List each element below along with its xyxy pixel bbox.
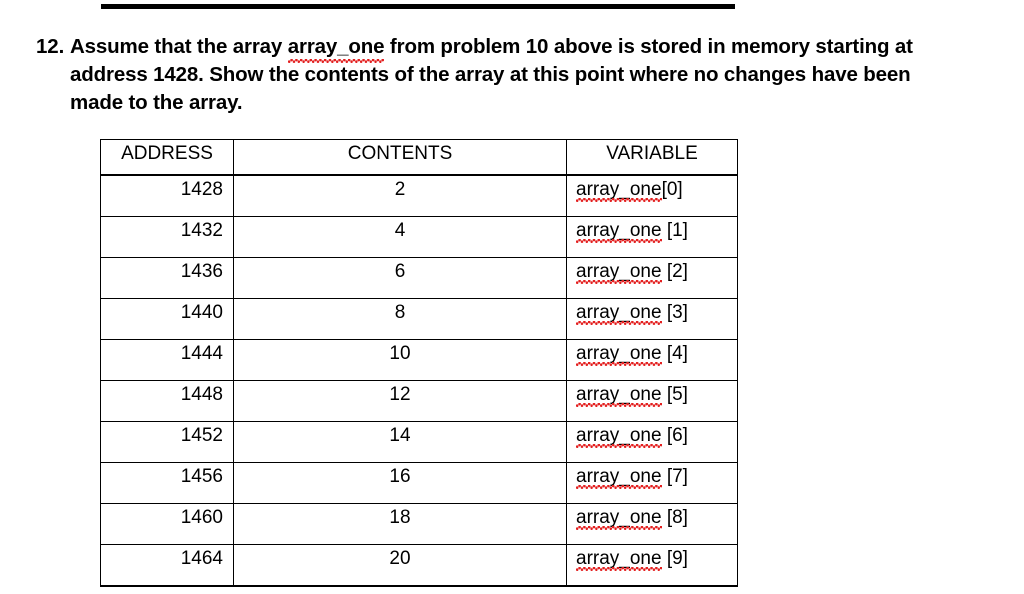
spellchecked-term: array_one bbox=[576, 466, 662, 489]
question-text-after-term: from problem 10 above is stored in memor… bbox=[70, 35, 913, 114]
cell-contents: 4 bbox=[233, 216, 567, 258]
cell-variable: array_one [5] bbox=[566, 380, 738, 422]
spellchecked-term: array_one bbox=[576, 220, 662, 243]
cell-variable: array_one [9] bbox=[566, 544, 738, 587]
cell-contents: 10 bbox=[233, 339, 567, 381]
question-text-before-term: Assume that the array bbox=[70, 35, 288, 58]
cell-variable: array_one [4] bbox=[566, 339, 738, 381]
cell-address: 1448 bbox=[100, 380, 234, 422]
spellchecked-term: array_one bbox=[576, 343, 662, 366]
variable-index: [7] bbox=[661, 466, 688, 487]
spellchecked-term: array_one bbox=[576, 548, 662, 571]
cell-variable: array_one[0] bbox=[566, 174, 738, 217]
cell-contents: 6 bbox=[233, 257, 567, 299]
variable-index: [1] bbox=[661, 220, 688, 241]
spellchecked-term: array_one bbox=[576, 425, 662, 448]
cell-contents: 18 bbox=[233, 503, 567, 545]
cell-contents: 12 bbox=[233, 380, 567, 422]
cell-variable: array_one [6] bbox=[566, 421, 738, 463]
variable-index: [6] bbox=[661, 425, 688, 446]
cell-variable: array_one [1] bbox=[566, 216, 738, 258]
spellchecked-term: array_one bbox=[576, 261, 662, 284]
cell-contents: 14 bbox=[233, 421, 567, 463]
column-header-contents: CONTENTS bbox=[233, 139, 567, 176]
cell-address: 1452 bbox=[100, 421, 234, 463]
cell-address: 1460 bbox=[100, 503, 234, 545]
cell-contents: 20 bbox=[233, 544, 567, 587]
cell-contents: 16 bbox=[233, 462, 567, 504]
cell-variable: array_one [8] bbox=[566, 503, 738, 545]
cell-variable: array_one [3] bbox=[566, 298, 738, 340]
cell-variable: array_one [7] bbox=[566, 462, 738, 504]
cell-address: 1464 bbox=[100, 544, 234, 587]
variable-index: [8] bbox=[661, 507, 688, 528]
spellchecked-term: array_one bbox=[576, 384, 662, 407]
cell-address: 1440 bbox=[100, 298, 234, 340]
table-header-row: ADDRESS CONTENTS VARIABLE bbox=[100, 139, 738, 176]
spellchecked-term: array_one bbox=[287, 33, 385, 63]
variable-index: [9] bbox=[661, 548, 688, 569]
cell-variable: array_one [2] bbox=[566, 257, 738, 299]
column-header-variable: VARIABLE bbox=[566, 139, 738, 176]
variable-index: [4] bbox=[661, 343, 688, 364]
cell-contents: 2 bbox=[233, 174, 567, 217]
question-paragraph: 12. Assume that the array array_one from… bbox=[36, 33, 966, 117]
table-header: ADDRESS CONTENTS VARIABLE bbox=[100, 139, 738, 176]
spellchecked-term: array_one bbox=[576, 179, 662, 202]
cell-address: 1428 bbox=[100, 174, 234, 217]
variable-index: [3] bbox=[661, 302, 688, 323]
top-horizontal-rule bbox=[101, 4, 735, 9]
variable-index: [5] bbox=[661, 384, 688, 405]
spellchecked-term: array_one bbox=[576, 507, 662, 530]
cell-address: 1444 bbox=[100, 339, 234, 381]
column-header-address: ADDRESS bbox=[100, 139, 234, 176]
question-text: Assume that the array array_one from pro… bbox=[70, 33, 966, 117]
cell-address: 1456 bbox=[100, 462, 234, 504]
variable-index: [2] bbox=[661, 261, 688, 282]
variable-index: [0] bbox=[661, 179, 683, 200]
question-row: 12. Assume that the array array_one from… bbox=[36, 33, 966, 117]
cell-contents: 8 bbox=[233, 298, 567, 340]
spellchecked-term: array_one bbox=[576, 302, 662, 325]
question-number: 12. bbox=[36, 35, 65, 58]
cell-address: 1432 bbox=[100, 216, 234, 258]
cell-address: 1436 bbox=[100, 257, 234, 299]
